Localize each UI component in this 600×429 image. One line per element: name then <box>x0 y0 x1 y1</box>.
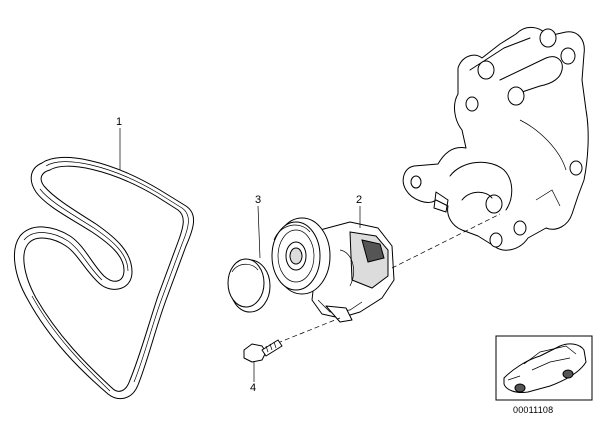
callout-2: 2 <box>356 194 363 206</box>
vehicle-thumbnail <box>495 335 593 401</box>
pulley-cap <box>227 205 271 313</box>
ribbed-belt <box>14 128 194 400</box>
callout-1: 1 <box>116 116 123 128</box>
callout-3: 3 <box>255 194 262 206</box>
callout-4: 4 <box>250 382 257 394</box>
engine-bracket <box>402 27 589 251</box>
belt-tensioner <box>271 206 395 323</box>
diagram-number: 00011108 <box>513 405 554 415</box>
hex-bolt <box>243 339 283 382</box>
